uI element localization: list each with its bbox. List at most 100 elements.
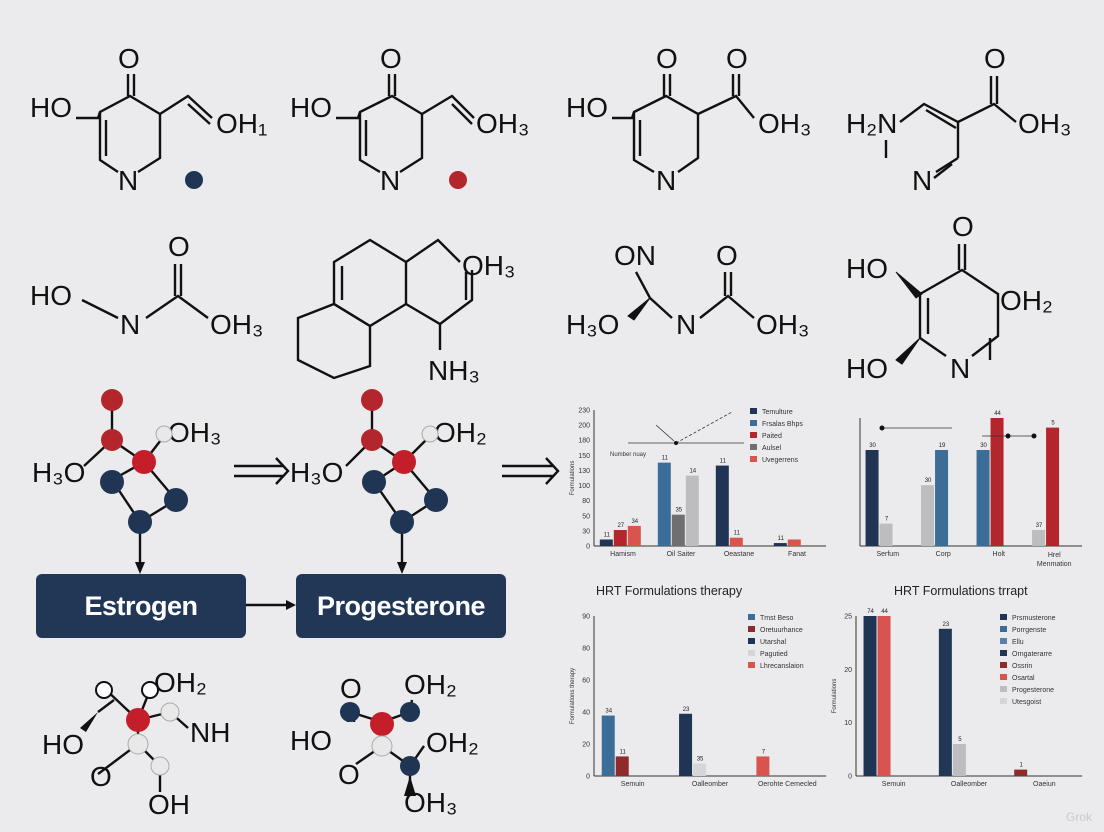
data-label: 30 xyxy=(980,443,987,449)
bar xyxy=(715,465,729,546)
atom-label: N xyxy=(950,353,970,384)
bar xyxy=(627,525,641,546)
bar xyxy=(938,628,952,776)
atom-label: HO xyxy=(846,353,888,384)
legend-swatch xyxy=(748,614,755,620)
atom-label: N xyxy=(380,165,400,196)
legend-swatch xyxy=(748,638,755,644)
x-tick-label: Oalleomber xyxy=(951,781,988,788)
annotation-line xyxy=(655,424,675,442)
atom-label: HO xyxy=(290,725,332,756)
data-label: 35 xyxy=(697,757,704,763)
data-label: 7 xyxy=(762,749,766,755)
estrogen-label: Estrogen xyxy=(84,590,198,621)
atom-label: HO xyxy=(846,253,888,284)
data-label: 1 xyxy=(1020,763,1024,769)
legend-swatch xyxy=(750,432,757,438)
y-tick-label: 150 xyxy=(578,453,590,460)
y-tick-label: 90 xyxy=(582,614,590,621)
legend-label: Utesgoist xyxy=(1012,699,1041,706)
atom-label: HO xyxy=(566,92,608,123)
data-label: 23 xyxy=(943,622,950,628)
y-tick-label: 0 xyxy=(586,544,590,551)
x-tick-label: Corp xyxy=(936,551,951,558)
legend-swatch xyxy=(1000,626,1007,632)
legend-swatch xyxy=(748,626,755,632)
legend-swatch xyxy=(1000,698,1007,704)
x-tick-label: Semuin xyxy=(621,781,645,788)
legend-swatch xyxy=(750,420,757,426)
y-tick-label: 180 xyxy=(578,438,590,445)
y-tick-label: 0 xyxy=(586,774,590,781)
atom-label: O xyxy=(716,240,738,271)
atom-label: N xyxy=(912,165,932,196)
annotation-point xyxy=(674,441,678,445)
legend-label: Utarshal xyxy=(760,639,787,646)
legend-swatch xyxy=(750,444,757,450)
molecule-7: ON H₃O N O OH₃ xyxy=(566,240,809,340)
atom-label: HO xyxy=(42,729,84,760)
y-tick-label: 30 xyxy=(582,528,590,535)
data-label: 44 xyxy=(881,609,888,615)
legend-label: Osartal xyxy=(1012,675,1035,682)
atom-label: NH xyxy=(190,717,230,748)
x-tick-label: Oeastane xyxy=(724,551,754,558)
data-label: 30 xyxy=(925,478,932,484)
data-label: 11 xyxy=(720,459,727,465)
data-label: 30 xyxy=(869,443,876,449)
atom-label: OH₃ xyxy=(758,108,811,139)
annotation-point xyxy=(1005,433,1011,439)
molecule-bottom-1: OH₂ NH HO O OH xyxy=(42,667,230,820)
legend-swatch xyxy=(1000,662,1007,668)
atom-label: OH₃ xyxy=(210,309,263,340)
atom-label: OH₃ xyxy=(756,309,809,340)
data-label: 5 xyxy=(958,737,962,743)
bar xyxy=(952,744,966,776)
y-tick-label: 200 xyxy=(578,423,590,430)
x-tick-label: Oalleomber xyxy=(692,781,729,788)
atom-label: OH₃ xyxy=(1018,108,1071,139)
atom-label: OH₂ xyxy=(404,669,457,700)
bar xyxy=(976,450,990,546)
x-tick-label: Menmation xyxy=(1037,561,1072,568)
atom-label: N xyxy=(118,165,138,196)
atom-label: O xyxy=(380,43,402,74)
atom-label: O xyxy=(726,43,748,74)
atom-label: O xyxy=(984,43,1006,74)
x-tick-label: Semuin xyxy=(882,781,906,788)
y-tick-label: 20 xyxy=(582,742,590,749)
legend-swatch xyxy=(1000,686,1007,692)
data-label: 23 xyxy=(683,707,690,713)
y-axis-label: Formulations xyxy=(832,679,838,714)
data-label: 74 xyxy=(867,609,874,615)
arrow-right-icon xyxy=(246,600,296,610)
molecule-2: HO O OH₃ N xyxy=(290,43,529,196)
atom-label: O xyxy=(656,43,678,74)
data-label: 11 xyxy=(734,531,741,537)
data-label: 14 xyxy=(689,469,696,475)
bar xyxy=(865,450,879,546)
bar xyxy=(601,715,615,776)
x-tick-label: Oerohte Cemecled xyxy=(758,781,817,788)
atom-label: HO xyxy=(30,280,72,311)
bar xyxy=(879,523,893,546)
bar xyxy=(671,514,685,546)
legend-label: Frsalas Bhps xyxy=(762,421,803,428)
x-tick-label: Hamism xyxy=(610,551,636,558)
atom-label: N xyxy=(656,165,676,196)
molecule-3: HO O O OH₃ N xyxy=(566,43,811,196)
data-label: 11 xyxy=(662,456,669,462)
y-axis-label: Formulations therapy xyxy=(570,668,576,724)
atom-label: NH₃ xyxy=(428,355,480,386)
data-label: 35 xyxy=(675,508,682,514)
legend-swatch xyxy=(750,456,757,462)
data-label: 11 xyxy=(604,532,611,538)
bar xyxy=(877,616,891,776)
bar xyxy=(990,418,1004,546)
molecule-6: OH₃ NH₃ xyxy=(296,238,515,386)
bar xyxy=(729,537,743,546)
y-tick-label: 0 xyxy=(848,774,852,781)
legend-label: Progesterone xyxy=(1012,687,1054,694)
y-tick-label: 80 xyxy=(582,498,590,505)
